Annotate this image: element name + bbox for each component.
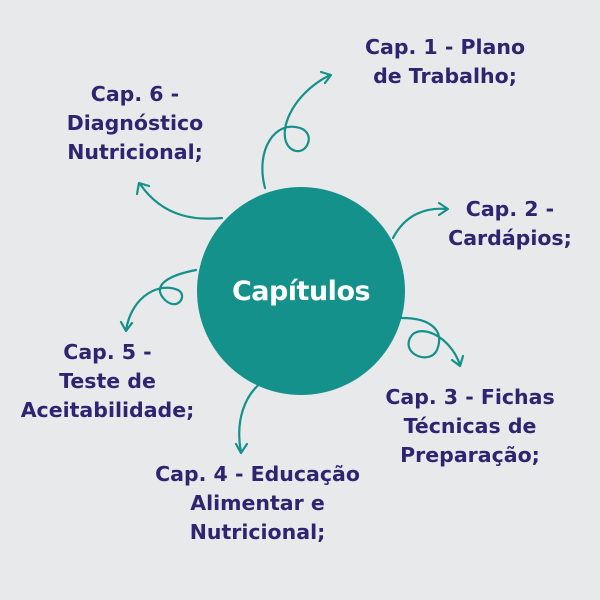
chapter-3-line-3: Preparação; [400,443,540,467]
chapter-1-line-2: de Trabalho; [373,64,517,88]
chapter-2-line-1: Cap. 2 - [465,197,555,221]
arrowhead-cap-3 [450,354,465,368]
arrow-cap-2 [391,207,449,240]
chapter-1-label: Cap. 1 - Plano de Trabalho; [350,33,540,91]
chapter-4-line-1: Cap. 4 - Educação [155,462,360,486]
arrow-cap-3 [400,316,462,367]
hub-title: Capítulos [231,275,371,307]
chapter-6-line-2: Diagnóstico [66,111,204,135]
chapter-4-label: Cap. 4 - Educação Alimentar e Nutriciona… [130,460,385,547]
arrowhead-cap-6 [135,181,151,196]
hub-circle: Capítulos [197,187,405,395]
arrow-cap-5 [124,268,198,332]
chapter-6-label: Cap. 6 - Diagnóstico Nutricional; [40,80,230,167]
arrowhead-cap-2 [437,201,450,217]
chapter-5-line-2: Teste de [59,369,156,393]
chapter-5-label: Cap. 5 - Teste de Aceitabilidade; [0,338,215,425]
chapter-4-line-2: Alimentar e [190,491,325,515]
chapter-1-line-1: Cap. 1 - Plano [364,35,526,59]
chapter-6-line-1: Cap. 6 - [90,82,180,106]
arrow-cap-4 [238,380,264,454]
arrowhead-cap-4 [234,442,249,455]
arrowhead-cap-1 [319,70,333,85]
chapter-6-line-3: Nutricional; [67,140,203,164]
chapter-3-line-1: Cap. 3 - Fichas [385,385,555,409]
chapter-5-line-1: Cap. 5 - [63,340,152,364]
chapter-2-label: Cap. 2 - Cardápios; [430,195,590,253]
chapter-4-line-3: Nutricional; [189,520,326,544]
chapter-3-label: Cap. 3 - Fichas Técnicas de Preparação; [365,383,575,470]
arrow-cap-6 [138,182,224,220]
arrow-cap-1 [261,73,332,190]
chapter-2-line-2: Cardápios; [448,226,572,250]
arrowhead-cap-5 [119,320,134,333]
chapter-5-line-3: Aceitabilidade; [20,398,195,422]
chapter-3-line-2: Técnicas de [403,414,537,438]
